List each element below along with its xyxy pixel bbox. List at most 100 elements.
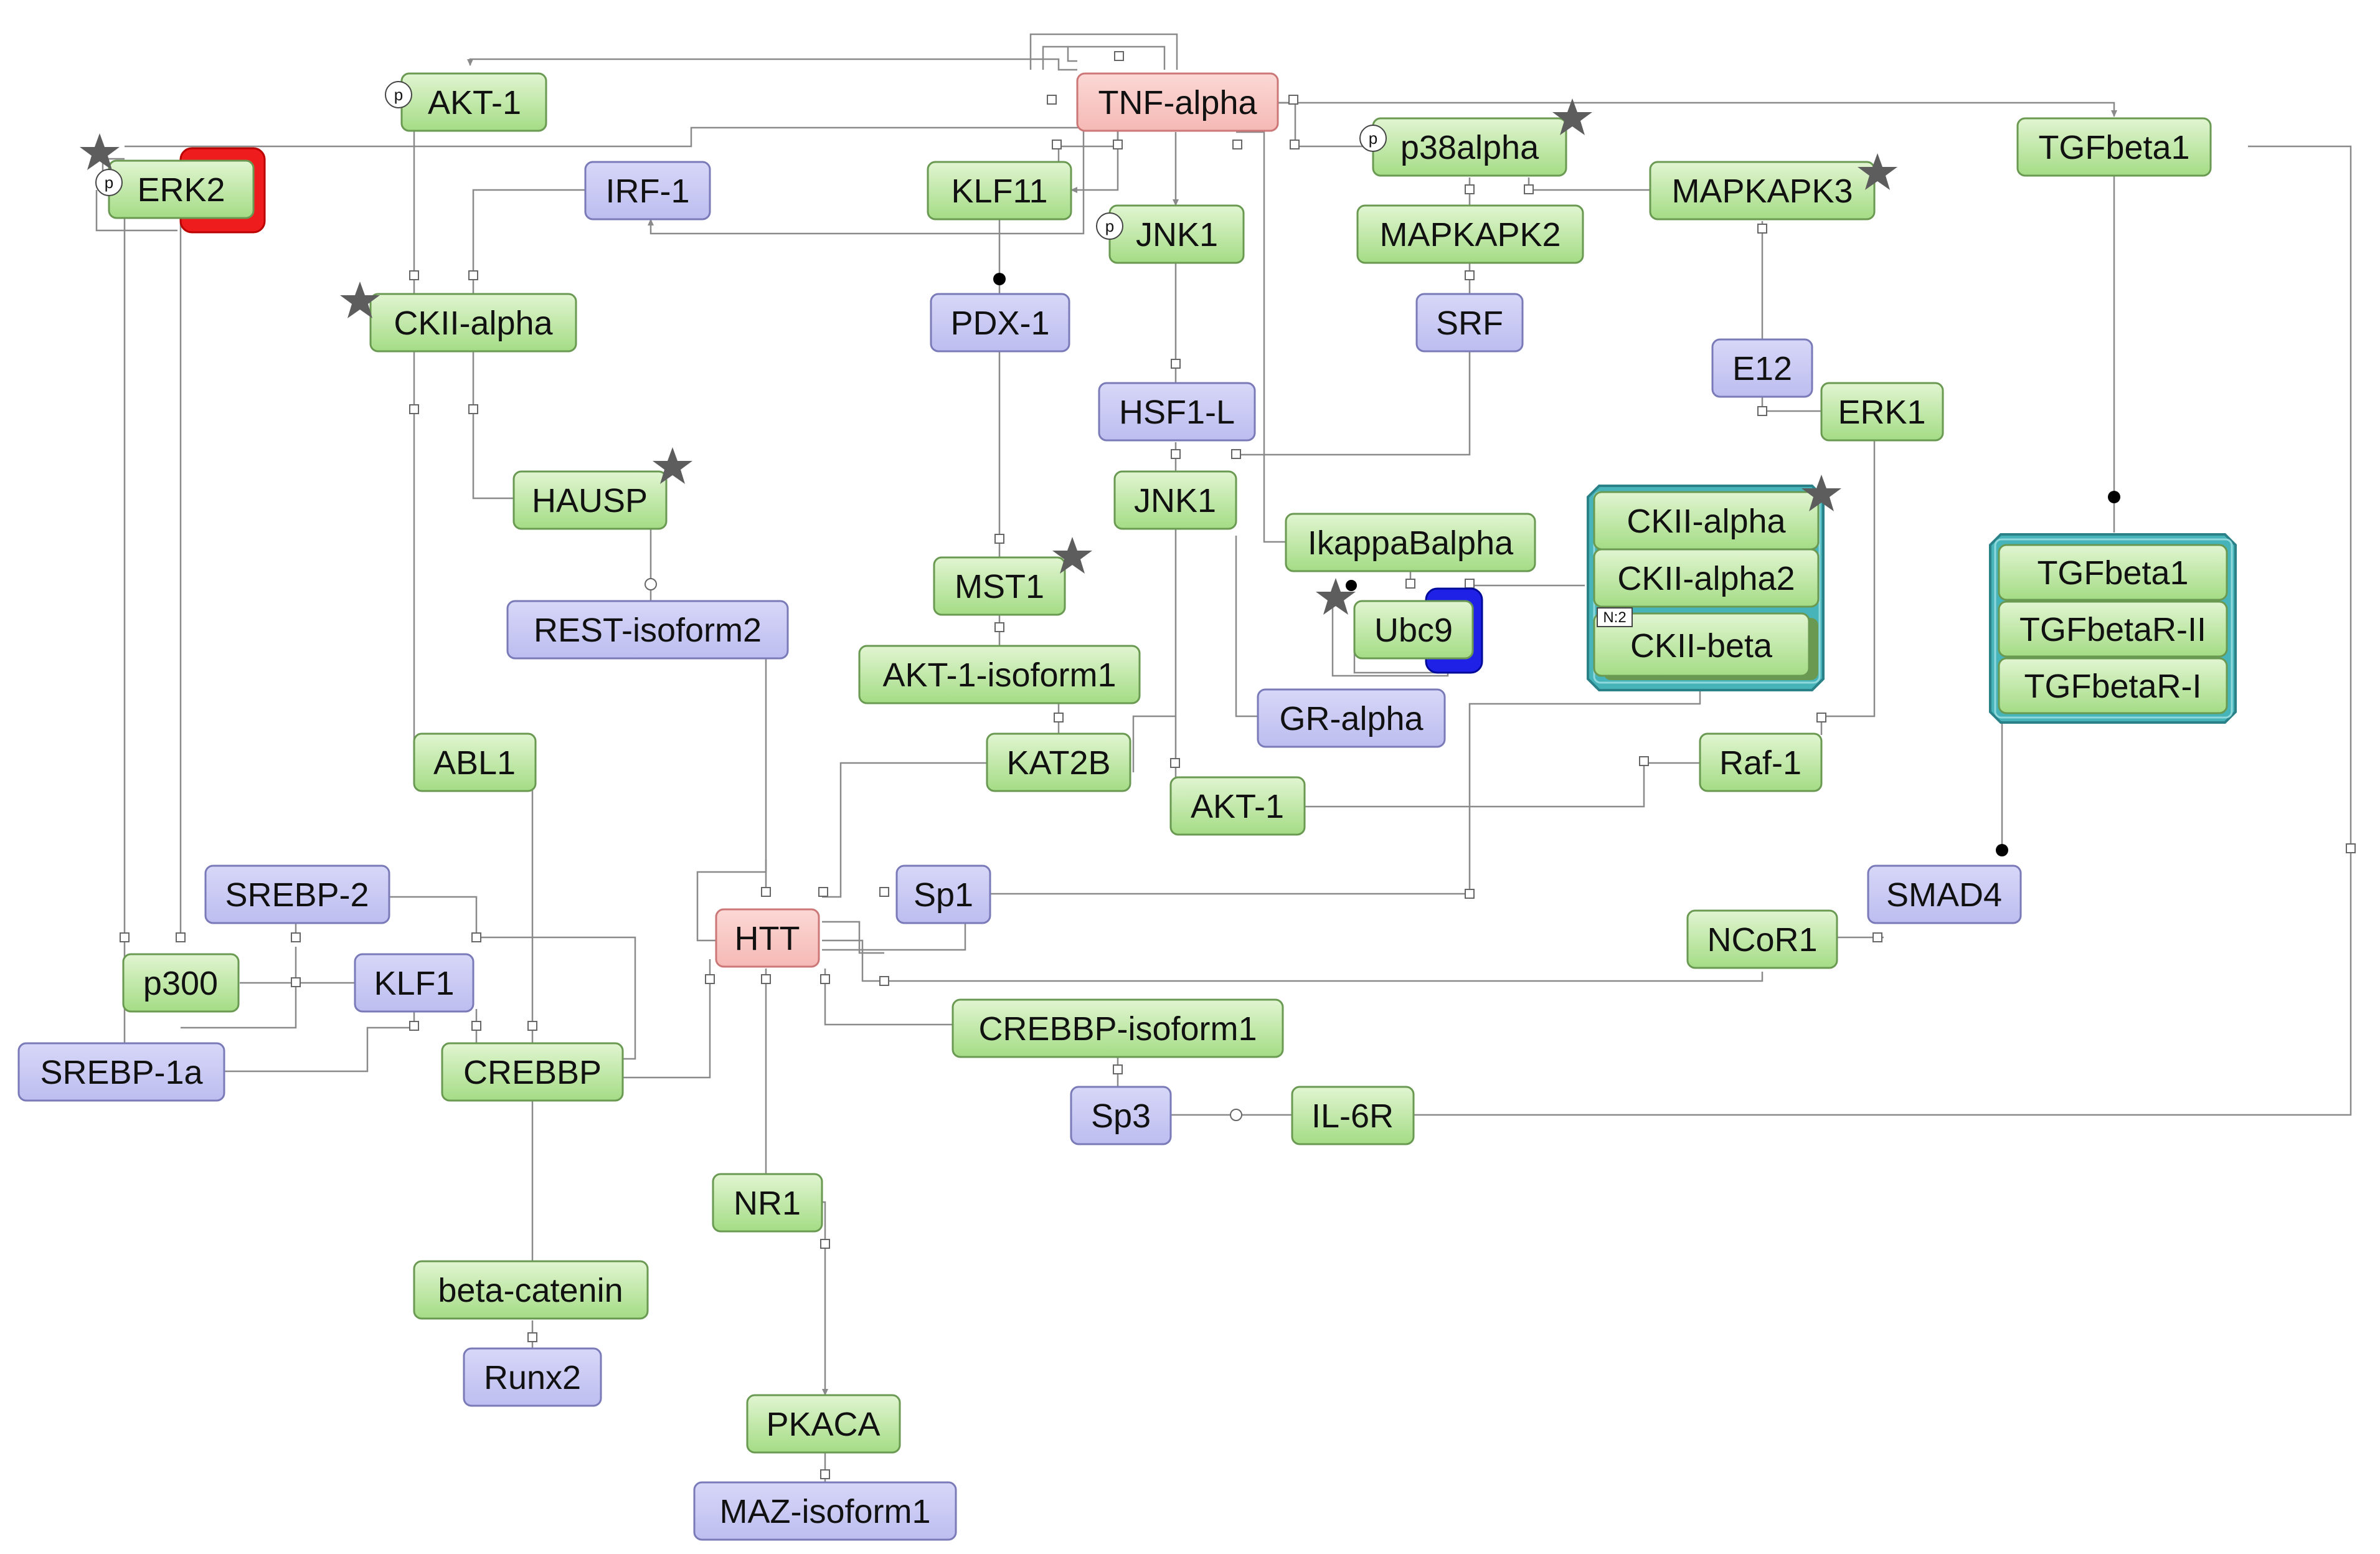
node-mapkapk3[interactable]: MAPKAPK3 (1649, 153, 1897, 220)
node-label: SRF (1436, 305, 1503, 342)
node-label: CKII-alpha (394, 305, 553, 342)
node-label: KAT2B (1006, 744, 1110, 782)
node-abl1[interactable]: ABL1 (413, 732, 537, 792)
node-sp1[interactable]: Sp1 (895, 865, 991, 924)
node-label: ABL1 (433, 744, 516, 782)
node-tnf-alpha[interactable]: TNF-alpha (1076, 72, 1279, 132)
node-label: PDX-1 (950, 305, 1049, 342)
edge-catalysis-dots (993, 273, 2120, 856)
node-crebbp-isoform1[interactable]: CREBBP-isoform1 (952, 998, 1284, 1058)
star-icon (1552, 98, 1592, 135)
node-akt1-bottom[interactable]: AKT-1 (1169, 776, 1306, 836)
node-maz-isoform1[interactable]: MAZ-isoform1 (693, 1481, 957, 1541)
node-htt[interactable]: HTT (715, 908, 820, 968)
node-ckii-alpha[interactable]: CKII-alpha (340, 282, 577, 353)
node-srebp1a[interactable]: SREBP-1a (17, 1042, 225, 1102)
node-label: AKT-1-isoform1 (882, 656, 1116, 694)
node-label: KLF11 (951, 173, 1047, 210)
node-label: NR1 (734, 1185, 801, 1222)
node-smad4[interactable]: SMAD4 (1867, 865, 2022, 924)
phospho-label: p (394, 85, 403, 104)
node-label: HTT (735, 920, 800, 957)
node-label: GR-alpha (1279, 700, 1424, 737)
complex-ckii[interactable]: CKII-alpha CKII-alpha2 CKII-beta N:2 (1587, 475, 1841, 691)
node-runx2[interactable]: Runx2 (463, 1347, 602, 1407)
star-icon (1316, 578, 1356, 615)
node-label: PKACA (766, 1406, 880, 1443)
node-crebbp[interactable]: CREBBP (441, 1042, 624, 1102)
node-e12[interactable]: E12 (1711, 338, 1813, 398)
node-irf1[interactable]: IRF-1 (584, 161, 711, 220)
node-hausp[interactable]: HAUSP (512, 447, 692, 530)
node-ubc9[interactable]: Ubc9 (1316, 578, 1483, 674)
node-label: KLF1 (374, 965, 454, 1002)
node-label: JNK1 (1134, 482, 1216, 519)
node-erk1[interactable]: ERK1 (1820, 382, 1944, 442)
phospho-icon (1359, 125, 1387, 152)
node-label: SMAD4 (1886, 876, 2002, 914)
node-label: IRF-1 (606, 173, 690, 210)
node-label: REST-isoform2 (534, 612, 762, 649)
complex-tgf[interactable]: TGFbeta1 TGFbetaR-II TGFbetaR-I (1989, 533, 2237, 724)
complex-member: CKII-alpha2 (1617, 560, 1795, 597)
node-label: Ubc9 (1374, 612, 1453, 649)
node-label: HSF1-L (1119, 394, 1235, 431)
multimer-badge (1597, 607, 1633, 627)
node-label: Sp1 (914, 876, 973, 914)
node-srebp2[interactable]: SREBP-2 (204, 865, 390, 924)
node-label: SREBP-2 (225, 876, 369, 914)
star-icon (340, 282, 380, 318)
edge-port-glyphs (120, 51, 2356, 1479)
node-label: AKT-1 (428, 84, 521, 121)
node-klf11[interactable]: KLF11 (927, 161, 1072, 220)
node-akt1-isoform1[interactable]: AKT-1-isoform1 (858, 645, 1141, 704)
node-ikappabalpha[interactable]: IkappaBalpha (1285, 513, 1536, 572)
node-jnk1[interactable]: JNK1 (1113, 470, 1237, 530)
node-label: IkappaBalpha (1308, 524, 1514, 562)
node-sp3[interactable]: Sp3 (1070, 1086, 1172, 1145)
node-tgfbeta1-top[interactable]: TGFbeta1 (2016, 117, 2212, 177)
node-kat2b[interactable]: KAT2B (986, 732, 1131, 792)
node-srf[interactable]: SRF (1415, 293, 1524, 353)
node-label: JNK1 (1136, 216, 1218, 253)
star-icon (1858, 153, 1897, 190)
phospho-icon (1096, 212, 1123, 240)
star-icon (1052, 537, 1092, 574)
node-pdx1[interactable]: PDX-1 (930, 293, 1070, 353)
node-mst1[interactable]: MST1 (933, 537, 1092, 616)
node-jnk1-top[interactable]: JNK1 p (1096, 204, 1245, 264)
node-label: MAPKAPK3 (1671, 173, 1853, 210)
node-label: SREBP-1a (40, 1054, 203, 1091)
node-label: p38alpha (1400, 129, 1539, 166)
star-icon (653, 447, 692, 484)
node-label: IL-6R (1311, 1097, 1394, 1135)
node-label: CREBBP (463, 1054, 602, 1091)
node-nr1[interactable]: NR1 (712, 1173, 823, 1233)
node-label: TNF-alpha (1098, 84, 1257, 121)
node-mapkapk2[interactable]: MAPKAPK2 (1356, 204, 1584, 264)
node-label: ERK1 (1838, 394, 1925, 431)
node-il6r[interactable]: IL-6R (1291, 1086, 1415, 1145)
phospho-icon (385, 81, 412, 108)
complex-member: TGFbeta1 (2037, 554, 2188, 592)
node-p300[interactable]: p300 (122, 953, 240, 1013)
node-label: MAPKAPK2 (1379, 216, 1561, 253)
node-label: E12 (1732, 350, 1792, 387)
node-rest-isoform2[interactable]: REST-isoform2 (506, 600, 789, 660)
node-pkaca[interactable]: PKACA (746, 1394, 901, 1454)
node-gr-alpha[interactable]: GR-alpha (1257, 688, 1446, 748)
node-label: NCoR1 (1707, 921, 1817, 959)
node-ncor1[interactable]: NCoR1 (1686, 909, 1838, 969)
node-label: p300 (143, 965, 218, 1002)
node-klf1[interactable]: KLF1 (354, 953, 475, 1013)
node-akt1-top[interactable]: AKT-1 p (385, 72, 547, 132)
node-p38alpha[interactable]: p38alpha p (1359, 98, 1592, 177)
node-label: AKT-1 (1191, 788, 1284, 825)
node-label: HAUSP (532, 482, 648, 519)
phospho-icon (95, 169, 123, 196)
node-hsf1l[interactable]: HSF1-L (1098, 382, 1256, 442)
node-beta-catenin[interactable]: beta-catenin (413, 1260, 649, 1320)
node-label: Runx2 (484, 1359, 581, 1396)
node-erk2[interactable]: ERK2 p (80, 133, 266, 234)
node-raf1[interactable]: Raf-1 (1699, 732, 1823, 792)
